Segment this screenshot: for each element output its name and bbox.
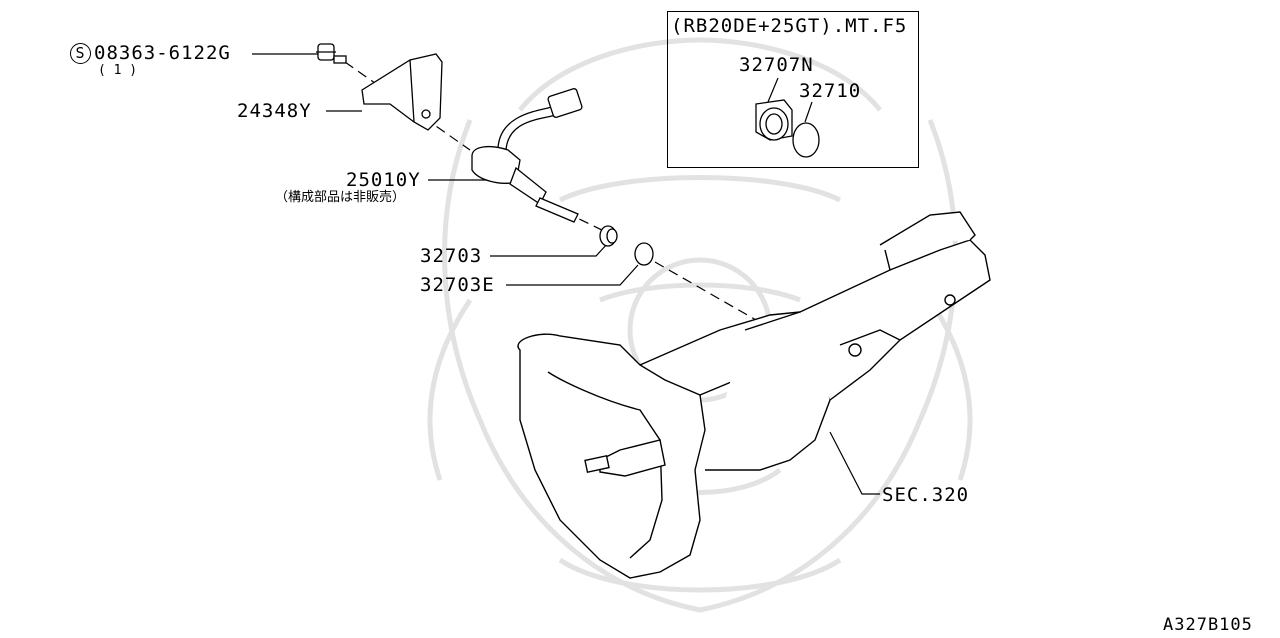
gear-part-number: 32703 [420,245,483,267]
s-symbol-icon: S [70,43,91,64]
bracket-part [361,53,443,131]
bolt-part-number: 08363-6122G [94,42,231,64]
bolt-part [316,43,347,64]
housing-section-ref: SEC.320 [882,484,970,506]
inset-title: (RB20DE+25GT).MT.F5 [671,15,908,37]
clip-part-number: 32703E [420,274,495,296]
transmission-assembly [517,211,991,579]
speed-sensor-part [471,88,583,223]
clip-part [634,242,654,266]
bracket-part-number: 24348Y [237,100,312,122]
inset-bearing-part [755,99,793,141]
inset-part-32710: 32710 [799,80,862,102]
sensor-part-number: 25010Y [346,169,421,191]
bolt-quantity: ( 1 ) [98,63,138,78]
gear-part [599,225,618,247]
inset-variant-box [667,11,919,168]
inset-part-32707n: 32707N [739,54,814,76]
inset-seal-part [792,122,820,158]
sensor-not-sold-note: （構成部品は非販売） [275,190,406,205]
leader-lines [252,53,880,495]
diagram-code: A327B105 [1163,615,1253,635]
